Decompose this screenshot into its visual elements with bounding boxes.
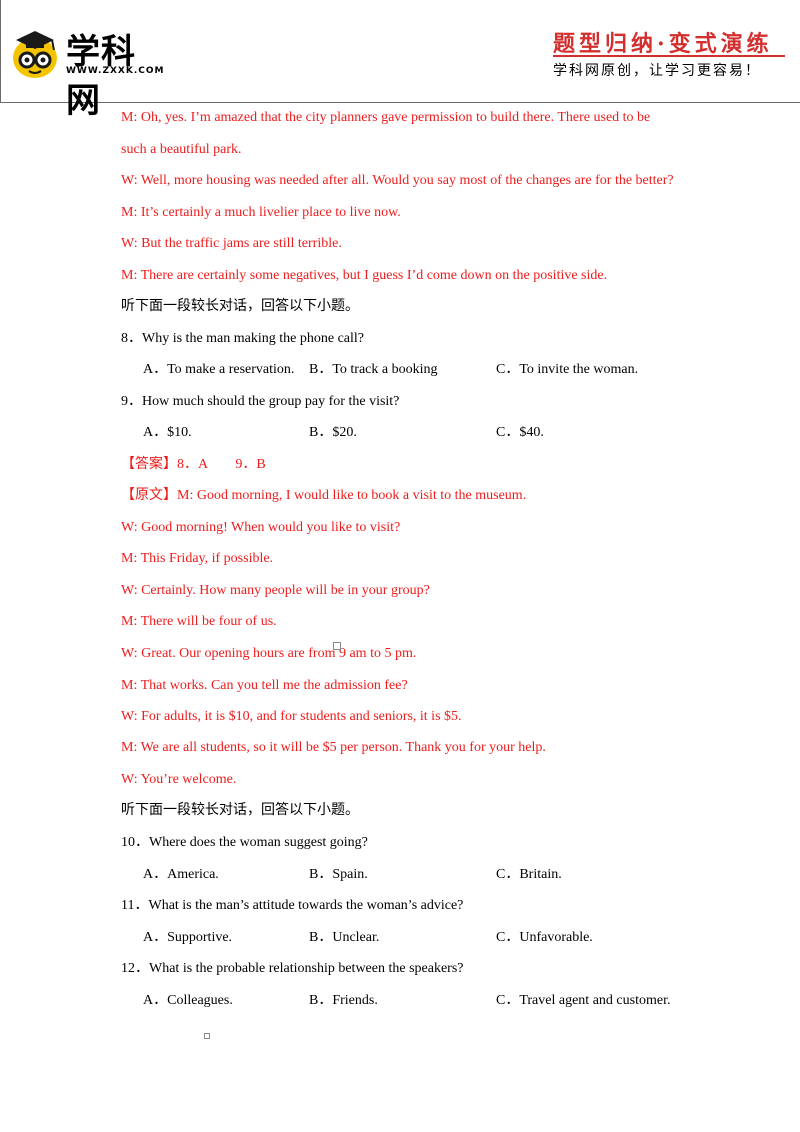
- transcript-line: M: Oh, yes. I’m amazed that the city pla…: [121, 110, 651, 125]
- transcript-line: M: That works. Can you tell me the admis…: [121, 678, 408, 693]
- header-left-rule: [0, 0, 1, 102]
- transcript-line: M: It’s certainly a much livelier place …: [121, 205, 401, 220]
- q8-option-a: A．To make a reservation.: [143, 362, 295, 377]
- section-instruction: 听下面一段较长对话，回答以下小题。: [121, 803, 359, 818]
- logo-text: 学科网: [66, 32, 136, 121]
- question-11: 11．What is the man’s attitude towards th…: [121, 898, 464, 913]
- transcript-line: M: There are certainly some negatives, b…: [121, 268, 608, 283]
- question-9: 9．How much should the group pay for the …: [121, 394, 400, 409]
- q9-option-c: C．$40.: [496, 425, 544, 440]
- transcript-line: W: Certainly. How many people will be in…: [121, 583, 430, 598]
- logo-url: WWW.ZXXK.COM: [66, 66, 165, 76]
- logo: 学科网 WWW.ZXXK.COM: [10, 24, 170, 121]
- q10-option-c: C．Britain.: [496, 867, 562, 882]
- answer-key: 【答案】8．A 9．B: [121, 457, 266, 472]
- q11-option-a: A．Supportive.: [143, 930, 233, 945]
- q12-option-b: B．Friends.: [309, 993, 378, 1008]
- question-10: 10．Where does the woman suggest going?: [121, 835, 368, 850]
- transcript-line: such a beautiful park.: [121, 142, 242, 157]
- q10-option-b: B．Spain.: [309, 867, 368, 882]
- header-slogan: 题型归纳·变式演练: [553, 31, 773, 57]
- header-sub-slogan: 学科网原创，让学习更容易！: [553, 63, 761, 79]
- section-instruction: 听下面一段较长对话，回答以下小题。: [121, 299, 359, 314]
- paragraph-marker: [204, 1033, 210, 1039]
- q8-option-c: C．To invite the woman.: [496, 362, 639, 377]
- mascot-logo-icon: [13, 31, 57, 78]
- transcript-line: W: Good morning! When would you like to …: [121, 520, 401, 535]
- q9-option-b: B．$20.: [309, 425, 357, 440]
- q11-option-b: B．Unclear.: [309, 930, 380, 945]
- text-cursor-marker: [333, 642, 341, 650]
- slogan-underline: [553, 55, 785, 57]
- transcript-line: W: For adults, it is $10, and for studen…: [121, 709, 462, 724]
- transcript-line: W: Well, more housing was needed after a…: [121, 173, 674, 188]
- q11-option-c: C．Unfavorable.: [496, 930, 593, 945]
- question-8: 8．Why is the man making the phone call?: [121, 331, 364, 346]
- q10-option-a: A．America.: [143, 867, 219, 882]
- transcript-line: M: We are all students, so it will be $5…: [121, 740, 546, 755]
- q12-option-c: C．Travel agent and customer.: [496, 993, 671, 1008]
- page-header: 学科网 WWW.ZXXK.COM 题型归纳·变式演练 学科网原创，让学习更容易！: [0, 0, 800, 121]
- q8-option-b: B．To track a booking: [309, 362, 438, 377]
- transcript-line: W: But the traffic jams are still terrib…: [121, 236, 342, 251]
- transcript-line: 【原文】M: Good morning, I would like to boo…: [121, 488, 527, 503]
- transcript-line: M: There will be four of us.: [121, 614, 277, 629]
- transcript-line: M: This Friday, if possible.: [121, 551, 274, 566]
- transcript-line: W: You’re welcome.: [121, 772, 237, 787]
- q9-option-a: A．$10.: [143, 425, 192, 440]
- transcript-line: W: Great. Our opening hours are from 9 a…: [121, 646, 417, 661]
- q12-option-a: A．Colleagues.: [143, 993, 233, 1008]
- question-12: 12．What is the probable relationship bet…: [121, 961, 464, 976]
